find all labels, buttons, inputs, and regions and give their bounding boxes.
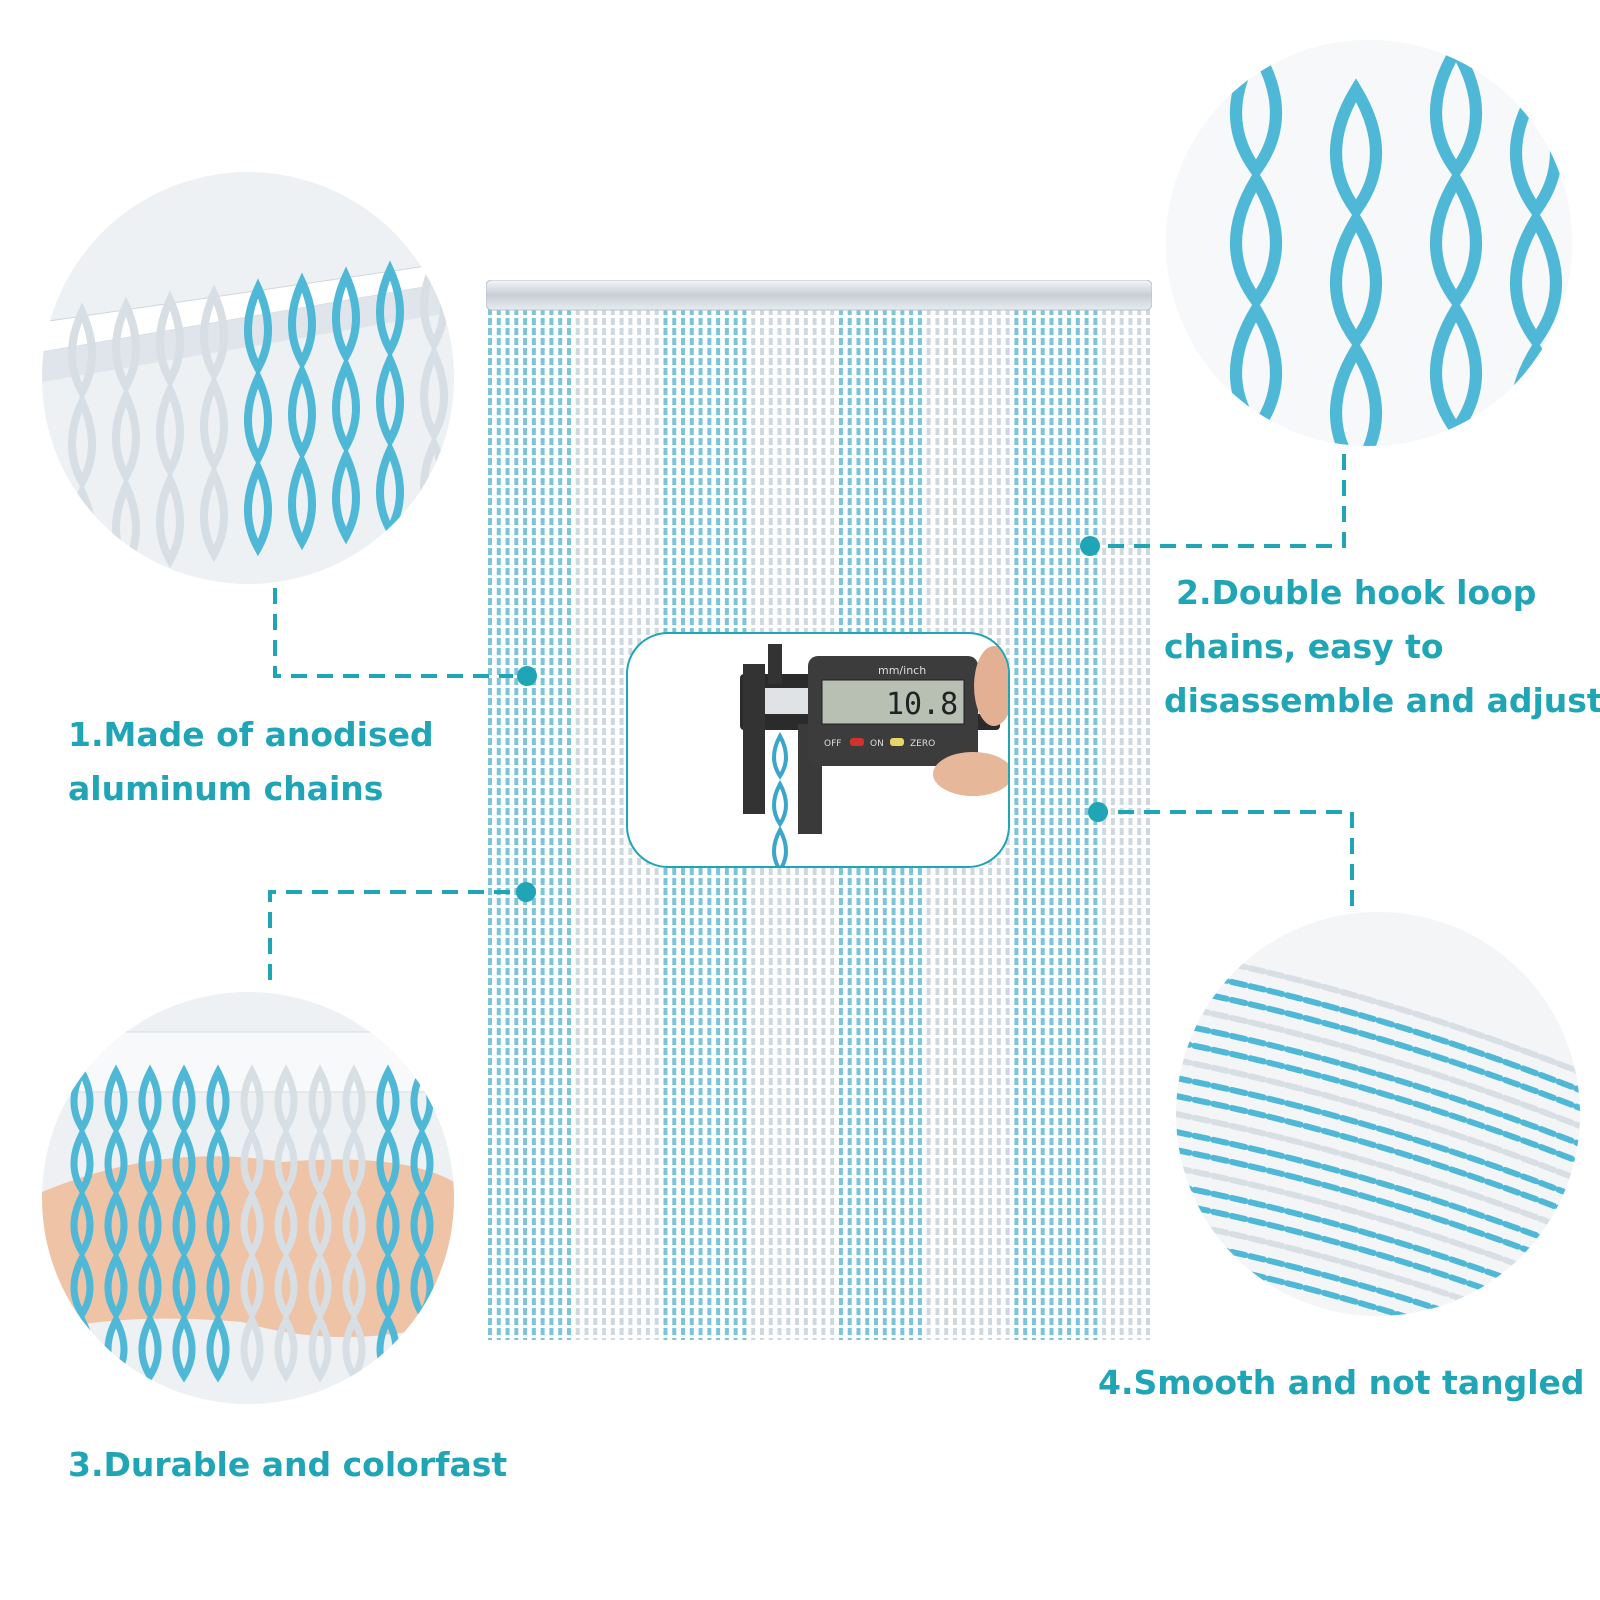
magnifier-circle-4	[1176, 912, 1580, 1316]
rail-hooks-closeup	[42, 172, 454, 584]
connector-dot-2	[1080, 536, 1100, 556]
hand-holding-chains	[42, 992, 454, 1404]
caliper-zero-label: ZERO	[910, 739, 935, 749]
connector-dot-3	[516, 882, 536, 902]
connector-line-4	[1096, 806, 1356, 906]
magnifier-circle-2	[1166, 40, 1572, 446]
feature-1-line-2: aluminum chains	[68, 769, 384, 808]
chain-curtain-illustration	[486, 280, 1152, 1340]
magnifier-circle-1	[42, 172, 454, 584]
chain-strands	[488, 308, 1150, 1340]
feature-2-label: 2.Double hook loop chains, easy to disas…	[1164, 566, 1600, 728]
caliper-unit-label: mm/inch	[878, 664, 926, 677]
double-hook-closeup	[1166, 40, 1572, 446]
caliper-reading: 10.8	[886, 687, 958, 722]
connector-dot-4	[1088, 802, 1108, 822]
curtain-rail	[486, 280, 1152, 311]
feature-4-label: 4.Smooth and not tangled	[1098, 1356, 1585, 1410]
feature-3-line-1: 3.Durable and colorfast	[68, 1445, 508, 1484]
feature-4-line-1: 4.Smooth and not tangled	[1098, 1363, 1585, 1402]
feature-3-label: 3.Durable and colorfast	[68, 1438, 507, 1492]
feature-1-label: 1.Made of anodised aluminum chains	[68, 708, 434, 816]
caliper-on-label: ON	[870, 739, 884, 749]
connector-line-2	[1088, 454, 1348, 554]
feature-1-line-1: 1.Made of anodised	[68, 715, 434, 754]
magnifier-circle-3	[42, 992, 454, 1404]
feature-2-line-2: chains, easy to	[1164, 627, 1444, 666]
caliper-illustration: mm/inch 10.8 OFF ON ZERO	[740, 644, 1008, 866]
curtain-product	[486, 280, 1152, 1340]
feature-2-line-1: 2.Double hook loop	[1176, 573, 1537, 612]
connector-dot-1	[517, 666, 537, 686]
caliper-off-label: OFF	[824, 739, 841, 749]
caliper-inset: mm/inch 10.8 OFF ON ZERO	[626, 632, 1010, 868]
connector-line-3	[268, 880, 530, 980]
feature-2-line-3: disassemble and adjust	[1164, 681, 1600, 720]
connector-line-1	[273, 588, 525, 678]
smooth-chains-closeup	[1176, 912, 1580, 1316]
